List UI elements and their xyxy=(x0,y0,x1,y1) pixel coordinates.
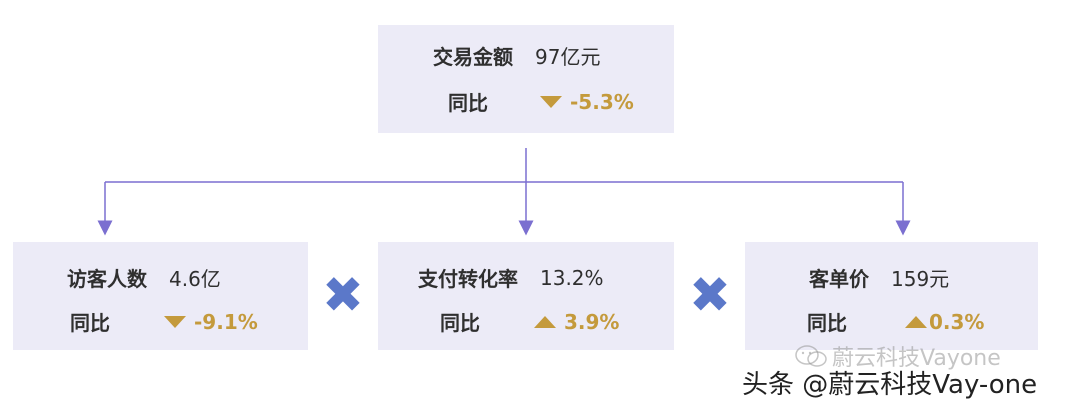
visitors-yoy-change: -9.1% xyxy=(194,309,258,334)
conversion-label: 支付转化率 xyxy=(418,267,518,291)
down-arrow-icon xyxy=(164,315,186,328)
conversion-metric-box: 支付转化率 13.2% 同比 3.9% xyxy=(378,242,674,350)
up-arrow-icon xyxy=(534,315,556,328)
basket-size-yoy-change: 0.3% xyxy=(929,309,985,334)
basket-size-label: 客单价 xyxy=(809,267,869,291)
conversion-value: 13.2% xyxy=(540,265,604,290)
basket-size-value: 159元 xyxy=(891,267,950,291)
multiply-icon: ✖ xyxy=(322,266,364,324)
root-metric-box: 交易金额 97亿元 同比 -5.3% xyxy=(378,25,674,133)
root-yoy-label: 同比 xyxy=(448,91,488,115)
visitors-label: 访客人数 xyxy=(67,267,147,291)
wechat-icon xyxy=(794,344,828,368)
basket-size-metric-box: 客单价 159元 同比 0.3% xyxy=(745,242,1038,350)
up-arrow-icon xyxy=(905,315,927,328)
root-metric-label: 交易金额 xyxy=(433,45,513,69)
main-watermark: 头条 @蔚云科技Vay-one xyxy=(742,370,1038,400)
visitors-yoy-label: 同比 xyxy=(70,311,110,335)
faint-watermark-text: 蔚云科技Vayone xyxy=(832,346,1001,371)
faint-watermark: 蔚云科技Vayone xyxy=(794,340,1001,372)
root-yoy-change: -5.3% xyxy=(570,89,634,114)
root-metric-value: 97亿元 xyxy=(535,45,601,69)
down-arrow-icon xyxy=(540,95,562,108)
visitors-metric-box: 访客人数 4.6亿 同比 -9.1% xyxy=(13,242,308,350)
visitors-value: 4.6亿 xyxy=(169,267,221,291)
conversion-yoy-label: 同比 xyxy=(440,311,480,335)
basket-size-yoy-label: 同比 xyxy=(807,311,847,335)
multiply-icon: ✖ xyxy=(689,266,731,324)
conversion-yoy-change: 3.9% xyxy=(564,309,620,334)
